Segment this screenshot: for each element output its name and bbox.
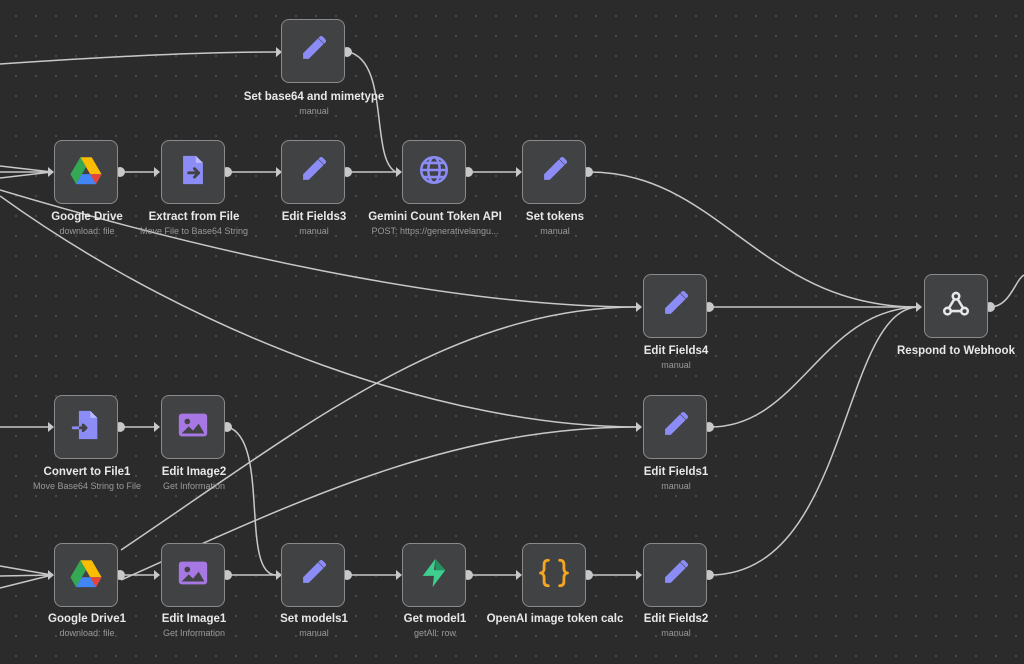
input-arrow <box>916 302 922 312</box>
node-subtitle: manual <box>299 628 329 638</box>
node-title: Google Drive <box>51 211 123 223</box>
input-arrow <box>48 422 54 432</box>
node-title: Edit Image1 <box>161 613 227 625</box>
node-subtitle: manual <box>299 226 329 236</box>
node-subtitle: download: file <box>59 226 115 236</box>
input-arrow <box>154 570 160 580</box>
input-arrow <box>396 167 402 177</box>
node-title: Edit Fields3 <box>281 211 347 223</box>
image-icon <box>176 408 210 447</box>
node-title: Edit Fields4 <box>643 345 709 357</box>
input-arrow <box>48 570 54 580</box>
pencil-icon <box>296 556 330 595</box>
connection <box>120 306 639 551</box>
input-arrow <box>154 422 160 432</box>
pencil-icon <box>296 32 330 71</box>
input-arrow <box>276 47 282 57</box>
code-braces-icon <box>537 556 571 595</box>
node-subtitle: download: file <box>59 628 115 638</box>
node-edit-image1[interactable] <box>161 543 225 607</box>
node-title: Set models1 <box>280 613 348 625</box>
input-arrow <box>396 570 402 580</box>
input-arrow <box>48 167 54 177</box>
node-edit-fields4[interactable] <box>643 274 707 338</box>
node-subtitle: Get Information <box>162 481 226 491</box>
pencil-icon <box>658 556 692 595</box>
connection <box>588 171 919 308</box>
node-title: Set base64 and mimetype <box>243 91 385 103</box>
connection <box>0 51 277 65</box>
node-subtitle: getAll: row <box>413 628 457 638</box>
node-title: Edit Fields1 <box>643 466 709 478</box>
input-arrow <box>636 422 642 432</box>
node-set-base64[interactable] <box>281 19 345 83</box>
node-google-drive[interactable] <box>54 140 118 204</box>
node-google-drive1[interactable] <box>54 543 118 607</box>
connection <box>0 171 53 179</box>
node-subtitle: manual <box>661 360 691 370</box>
connection <box>989 274 1024 308</box>
node-subtitle: manual <box>661 481 691 491</box>
node-extract-from-file[interactable] <box>161 140 225 204</box>
connection <box>227 426 277 576</box>
input-arrow <box>516 570 522 580</box>
node-set-tokens[interactable] <box>522 140 586 204</box>
node-title: Set tokens <box>525 211 585 223</box>
node-subtitle: manual <box>661 628 691 638</box>
connection <box>0 189 639 308</box>
node-edit-fields1[interactable] <box>643 395 707 459</box>
node-title: Gemini Count Token API <box>368 211 502 223</box>
node-subtitle: Move File to Base64 String <box>139 226 249 236</box>
node-subtitle: POST: https://generativelangu... <box>371 226 499 236</box>
globe-icon <box>417 153 451 192</box>
connection <box>0 565 53 576</box>
google-drive-icon <box>69 153 103 192</box>
google-drive-icon <box>69 556 103 595</box>
pencil-icon <box>658 287 692 326</box>
input-arrow <box>636 570 642 580</box>
node-title: Google Drive1 <box>48 613 126 625</box>
connection <box>0 574 53 589</box>
node-edit-fields3[interactable] <box>281 140 345 204</box>
node-convert-to-file1[interactable] <box>54 395 118 459</box>
node-title: Get model1 <box>403 613 467 625</box>
node-set-models1[interactable] <box>281 543 345 607</box>
node-title: OpenAI image token calc <box>486 613 624 625</box>
node-respond-to-webhook[interactable] <box>924 274 988 338</box>
pencil-icon <box>537 153 571 192</box>
connection <box>0 165 53 173</box>
node-title: Extract from File <box>148 211 240 223</box>
node-edit-fields2[interactable] <box>643 543 707 607</box>
node-openai-image-token-calc[interactable] <box>522 543 586 607</box>
extract-file-icon <box>176 153 210 192</box>
connection <box>0 195 639 428</box>
input-arrow <box>154 167 160 177</box>
node-title: Convert to File1 <box>43 466 131 478</box>
input-arrow <box>276 167 282 177</box>
webhook-icon <box>939 287 973 326</box>
input-arrow <box>276 570 282 580</box>
node-title: Edit Image2 <box>161 466 227 478</box>
connection <box>347 51 397 173</box>
connection <box>0 574 53 577</box>
connection <box>709 306 919 576</box>
connection <box>709 306 919 428</box>
node-title: Respond to Webhook <box>897 345 1015 357</box>
node-edit-image2[interactable] <box>161 395 225 459</box>
node-subtitle: manual <box>540 226 570 236</box>
pencil-icon <box>658 408 692 447</box>
image-icon <box>176 556 210 595</box>
supabase-icon <box>417 556 451 595</box>
node-gemini-count-token-api[interactable] <box>402 140 466 204</box>
pencil-icon <box>296 153 330 192</box>
input-arrow <box>636 302 642 312</box>
node-subtitle: manual <box>299 106 329 116</box>
node-subtitle: Get Information <box>162 628 226 638</box>
input-arrow <box>516 167 522 177</box>
node-subtitle: Move Base64 String to File <box>32 481 142 491</box>
convert-file-icon <box>69 408 103 447</box>
node-get-model1[interactable] <box>402 543 466 607</box>
node-title: Edit Fields2 <box>643 613 709 625</box>
